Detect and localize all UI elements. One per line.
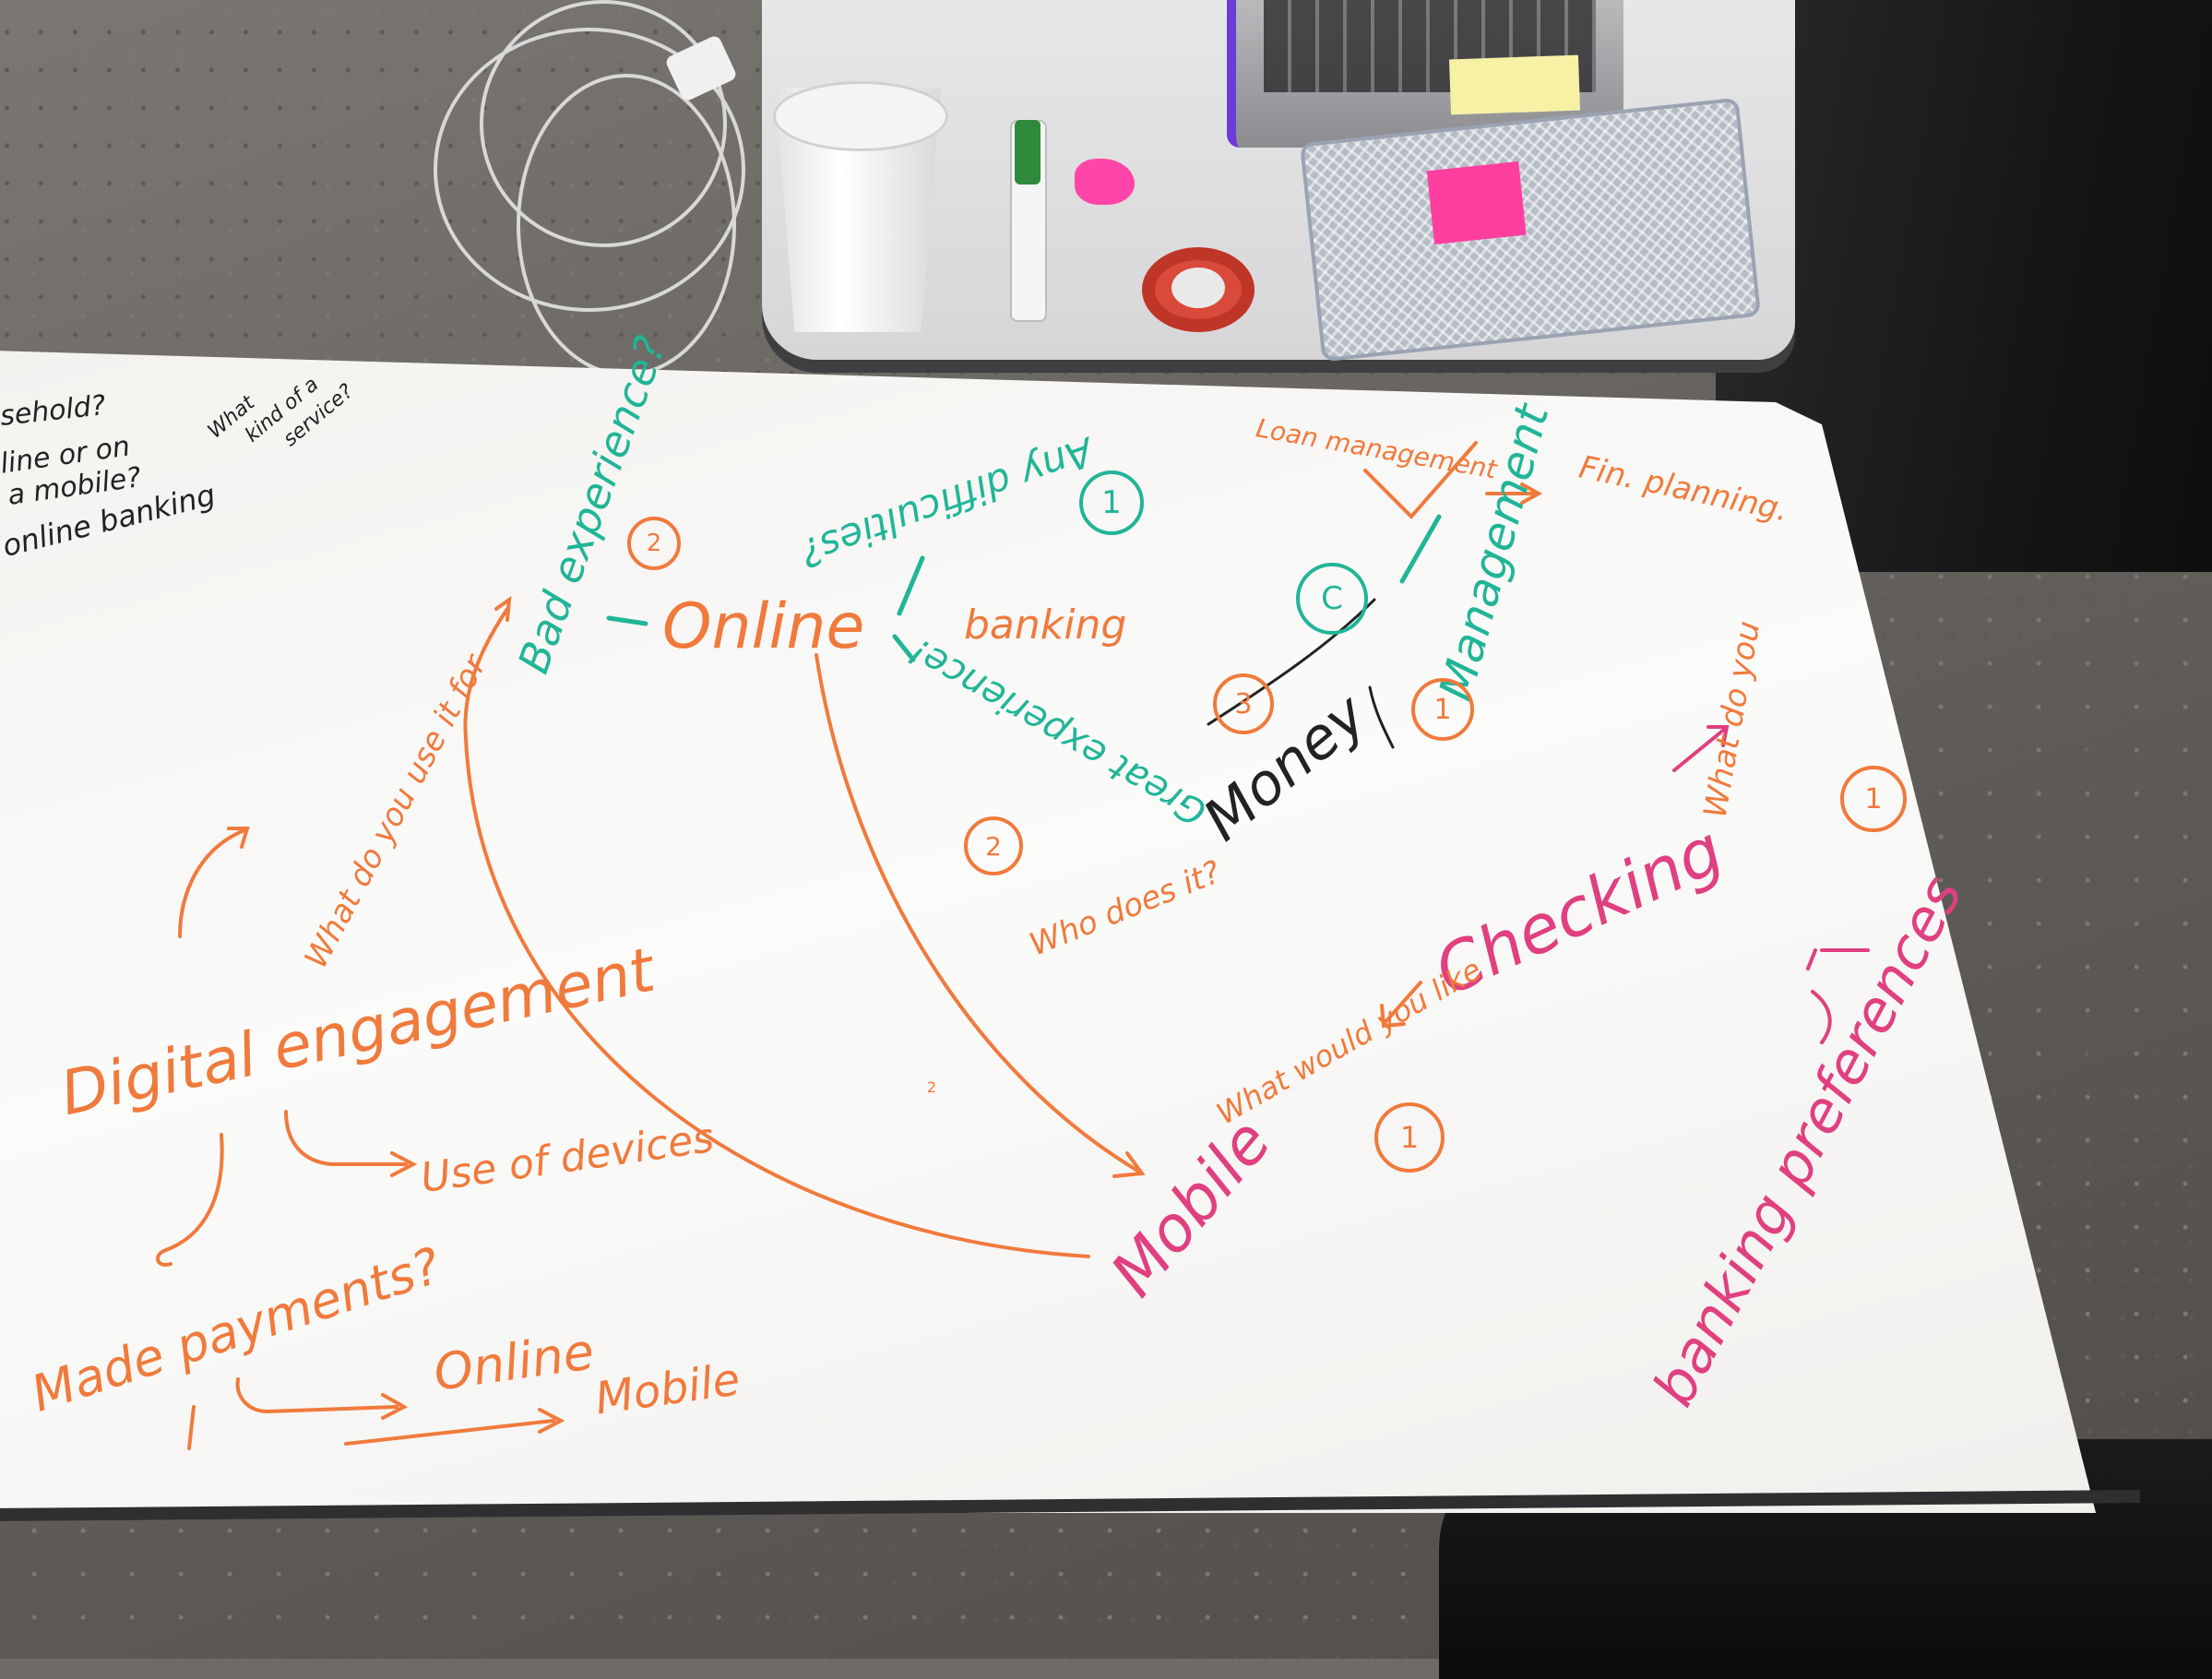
online-text: Online	[662, 590, 865, 663]
circled-number: 1	[1079, 470, 1144, 535]
tape-core	[1171, 268, 1225, 308]
circled-number: 1	[1411, 678, 1474, 741]
paper-cup-rim	[773, 81, 948, 151]
circled-number: C	[1296, 563, 1368, 635]
marker-cap	[1015, 120, 1041, 185]
whiteboard-table	[0, 351, 2149, 1513]
circled-number: 1	[1840, 766, 1907, 832]
circled-number: 2	[627, 517, 681, 570]
banking-text: banking	[964, 601, 1127, 649]
circled-number: 2	[964, 816, 1023, 875]
circled-number: 3	[1213, 673, 1274, 734]
crumpled-pink-paper	[1075, 159, 1135, 205]
circled-number: 1	[1374, 1102, 1445, 1173]
